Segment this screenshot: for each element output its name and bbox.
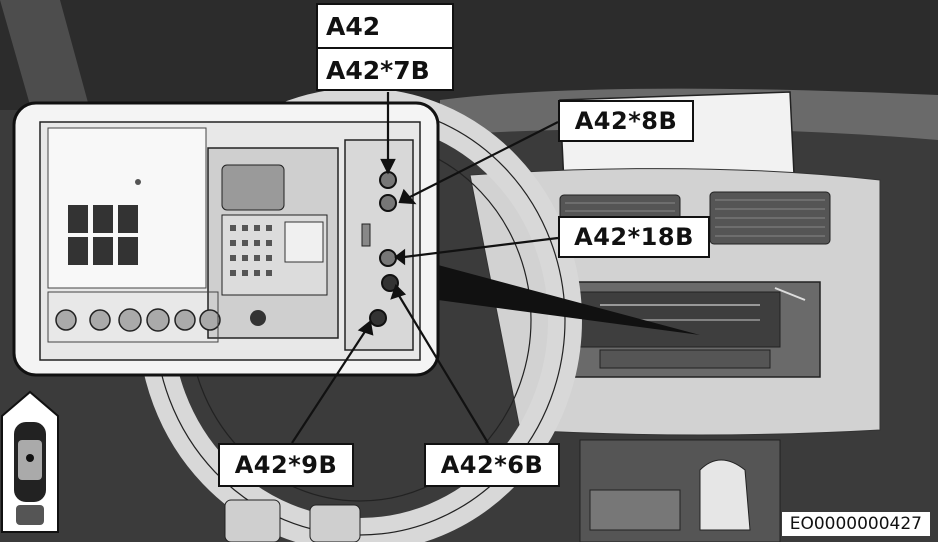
callout-connector-6b: A42*6B — [424, 443, 560, 487]
air-vent-right — [709, 191, 831, 245]
leader-line-18b — [403, 236, 559, 259]
head-unit-detail-inset — [12, 101, 440, 377]
callout-connector-9b: A42*9B — [218, 443, 354, 487]
callout-connector-8b: A42*8B — [558, 100, 694, 142]
inset-pointer-wedge — [438, 265, 700, 335]
leader-line-9b — [291, 329, 367, 444]
car-top-view-icon — [1, 390, 59, 533]
callout-module-label: A42 — [326, 11, 381, 41]
document-id: EO0000000427 — [781, 512, 930, 536]
callout-connector-18b: A42*18B — [558, 216, 710, 258]
leader-line-8b — [407, 121, 559, 199]
callout-module-stack: A42 A42*7B — [316, 3, 454, 91]
callout-connector-7b: A42*7B — [318, 47, 452, 91]
leader-line-6b — [397, 293, 489, 444]
